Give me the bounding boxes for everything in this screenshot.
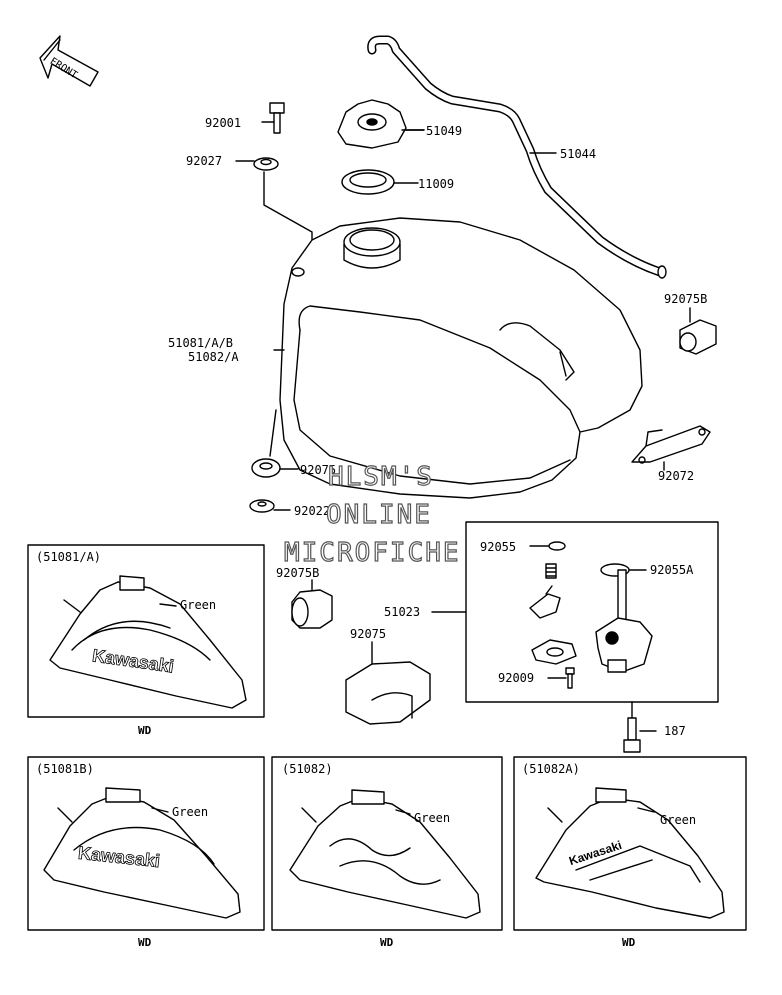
label-11009: 11009 <box>418 177 455 191</box>
panel-2-label: (51081B) <box>36 762 94 776</box>
watermark-line-2: ONLINE <box>325 499 432 530</box>
panel-1-code: WD <box>138 724 152 737</box>
panel-51081a-tank <box>49 575 247 709</box>
panel-4-color: Green <box>660 813 697 827</box>
label-92075b-left: 92075B <box>276 566 320 580</box>
cap-gasket <box>341 169 419 195</box>
collar-92075b-left <box>291 579 333 629</box>
screw-92009 <box>547 667 575 689</box>
panel-51082-box <box>271 756 503 931</box>
washer-92022 <box>249 499 291 513</box>
panel-2-code: WD <box>138 936 152 949</box>
watermark-line-1: HLSM'S <box>327 461 434 492</box>
label-92055a: 92055A <box>650 563 694 577</box>
panel-51081a-box <box>27 544 265 718</box>
bolt-187 <box>623 701 657 753</box>
fuel-cap <box>337 99 425 149</box>
watermark-line-3: MICROFICHE <box>283 537 461 568</box>
panel-51082a-tank <box>535 787 725 919</box>
label-51082-a: 51082/A <box>188 350 239 364</box>
panel-3-label: (51082) <box>282 762 333 776</box>
spring <box>545 563 557 579</box>
o-ring-92055 <box>529 541 566 551</box>
panel-3-code: WD <box>380 936 394 949</box>
panel-51081b-box <box>27 756 265 931</box>
label-51081-a-b: 51081/A/B <box>168 336 234 350</box>
panel-4-code: WD <box>622 936 636 949</box>
breather-hose <box>367 35 667 279</box>
panel-3-color: Green <box>414 811 451 825</box>
fuel-cock-body <box>595 569 653 673</box>
label-92072: 92072 <box>658 469 695 483</box>
label-51044: 51044 <box>560 147 597 161</box>
panel-1-label: (51081/A) <box>36 550 102 564</box>
tank-strap <box>631 425 711 464</box>
front-arrow-icon <box>39 35 99 87</box>
washer-92027 <box>235 157 313 263</box>
fuel-tank <box>279 217 643 499</box>
collar-92075b-top <box>679 319 717 355</box>
label-92075b-top: 92075B <box>664 292 708 306</box>
panel-51082a-box <box>513 756 747 931</box>
label-187: 187 <box>664 724 686 738</box>
panel-2-color: Green <box>172 805 209 819</box>
rubber-92075-bottom <box>345 641 431 725</box>
cock-gasket <box>531 639 577 665</box>
panel-1-color: Green <box>180 598 217 612</box>
cock-lever <box>529 585 561 619</box>
label-51049: 51049 <box>426 124 463 138</box>
label-92075-mid: 92075 <box>300 463 337 477</box>
label-92022: 92022 <box>294 504 331 518</box>
label-92055: 92055 <box>480 540 517 554</box>
label-51023: 51023 <box>384 605 421 619</box>
panel-51082-tank <box>289 789 481 919</box>
label-92075-bottom: 92075 <box>350 627 387 641</box>
label-92009: 92009 <box>498 671 535 685</box>
o-ring-92055a <box>600 563 647 577</box>
label-92027: 92027 <box>186 154 223 168</box>
label-92001: 92001 <box>205 116 242 130</box>
panel-4-label: (51082A) <box>522 762 580 776</box>
rubber-92075-tank <box>251 409 299 478</box>
bolt-92001 <box>261 102 285 134</box>
panel-51081b-tank <box>43 787 241 919</box>
